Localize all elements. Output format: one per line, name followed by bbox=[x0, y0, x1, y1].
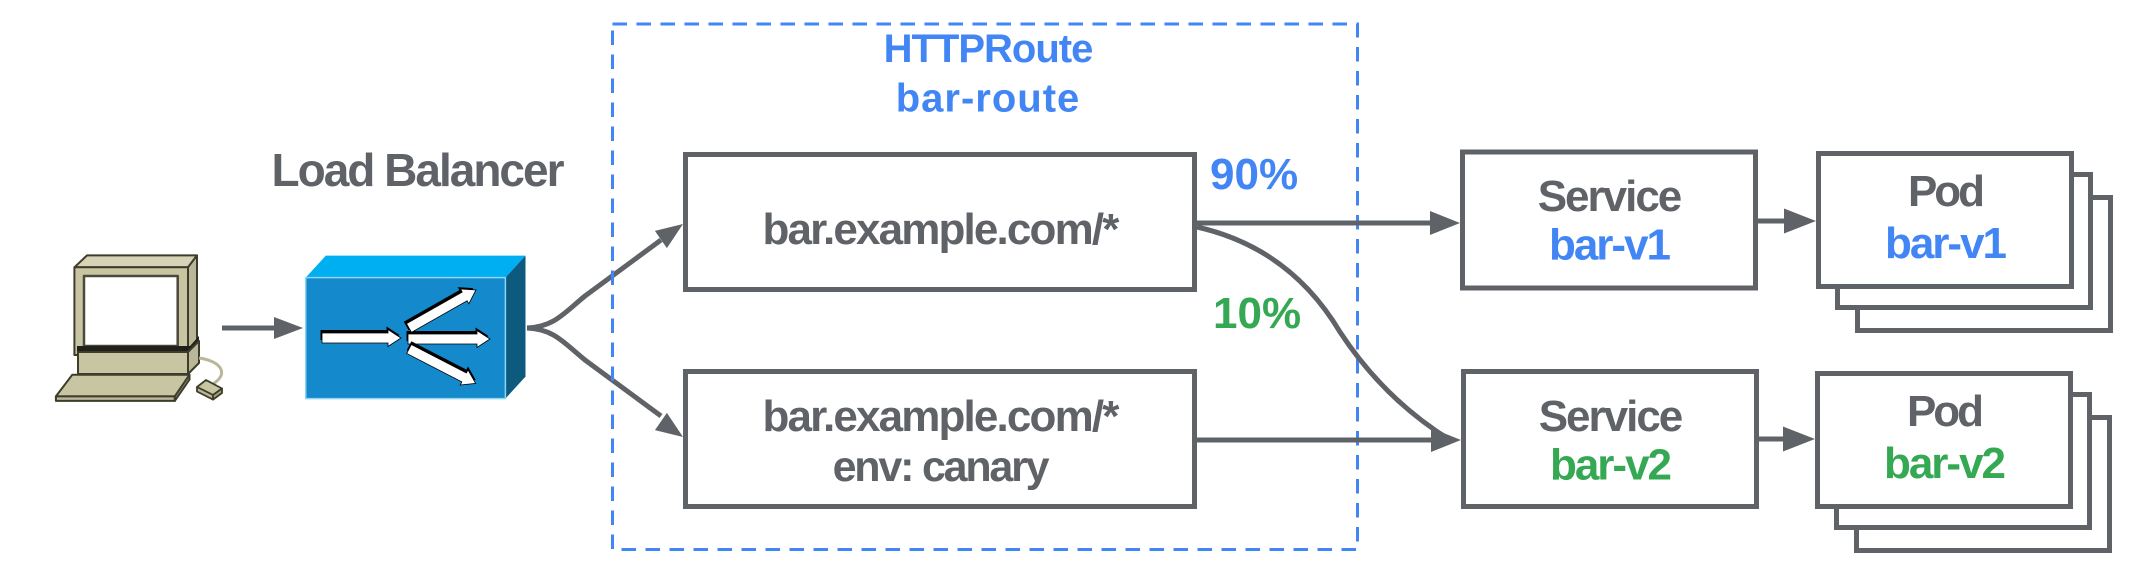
svg-text:Load Balancer: Load Balancer bbox=[272, 144, 565, 196]
svg-text:10%: 10% bbox=[1213, 289, 1301, 338]
svg-text:bar-v1: bar-v1 bbox=[1885, 219, 2007, 268]
svg-text:Service: Service bbox=[1539, 392, 1682, 441]
svg-text:HTTPRoute: HTTPRoute bbox=[884, 27, 1093, 71]
svg-text:env: canary: env: canary bbox=[833, 443, 1050, 491]
svg-text:90%: 90% bbox=[1210, 150, 1298, 199]
svg-text:bar-v2: bar-v2 bbox=[1550, 441, 1671, 490]
svg-text:bar.example.com/*: bar.example.com/* bbox=[763, 392, 1121, 441]
svg-text:bar-v1: bar-v1 bbox=[1549, 221, 1671, 270]
svg-text:Pod: Pod bbox=[1908, 167, 1982, 216]
svg-text:Service: Service bbox=[1538, 172, 1681, 221]
svg-text:Pod: Pod bbox=[1907, 387, 1981, 436]
svg-text:bar.example.com/*: bar.example.com/* bbox=[763, 205, 1121, 254]
svg-text:bar-v2: bar-v2 bbox=[1884, 439, 2005, 488]
svg-text:bar-route: bar-route bbox=[896, 77, 1081, 121]
